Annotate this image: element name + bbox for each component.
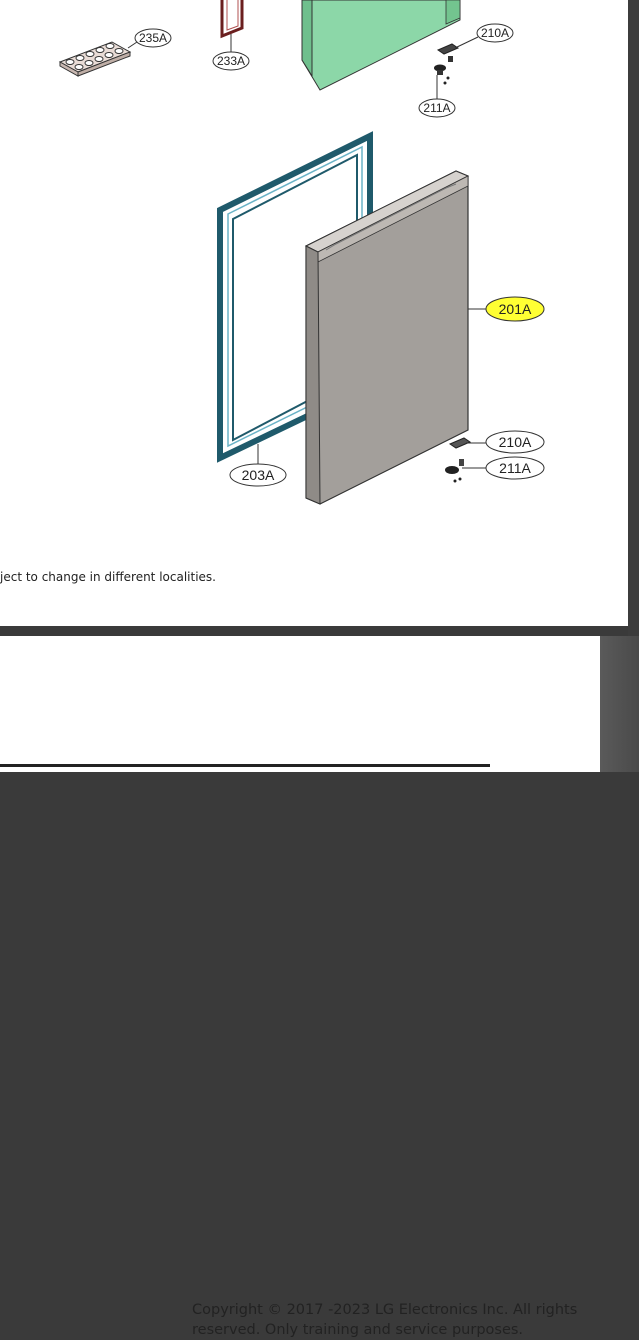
lower-door-part (304, 170, 470, 505)
upper-gasket-part (220, 0, 244, 39)
callout-203a: 203A (229, 463, 287, 487)
callout-233a-label: 233A (217, 54, 245, 68)
footer-rule (0, 764, 490, 767)
copyright-line-2: reserved. Only training and service purp… (192, 1322, 524, 1338)
exploded-parts-diagram: 235A 233A 210A (58, 0, 545, 505)
callout-211a-label: 211A (499, 460, 531, 476)
document-page: 235A 233A 210A (0, 0, 628, 626)
viewer-right-edge (628, 0, 639, 636)
copyright-notice: Copyright © 2017 -2023 LG Electronics In… (192, 1300, 592, 1340)
disclaimer-note: ject to change in different localities. (0, 570, 216, 584)
callout-203a-label: 203A (242, 467, 275, 483)
callout-210a: 210A (485, 430, 545, 454)
callout-211a-top: 211A (418, 98, 456, 118)
callout-211a: 211A (485, 456, 545, 480)
callout-235a-label: 235A (139, 31, 167, 45)
page-separator (0, 626, 628, 636)
upper-hinge-part (434, 43, 460, 85)
callout-211a-top-label: 211A (423, 101, 450, 115)
callout-210a-top-label: 210A (481, 26, 509, 40)
viewer-gutter (600, 636, 639, 772)
callout-201a: 201A (485, 296, 545, 322)
egg-tray-part (58, 41, 132, 77)
callout-210a-label: 210A (499, 434, 532, 450)
copyright-line-1: Copyright © 2017 -2023 LG Electronics In… (192, 1302, 578, 1318)
upper-door-part (301, 0, 461, 91)
callout-201a-label: 201A (499, 301, 532, 317)
callout-210a-top: 210A (476, 23, 514, 43)
lower-hinge-part (445, 437, 472, 483)
callout-235a: 235A (134, 28, 172, 48)
document-page-footer: Copyright © 2017 -2023 LG Electronics In… (0, 636, 600, 1338)
callout-233a: 233A (212, 51, 250, 71)
